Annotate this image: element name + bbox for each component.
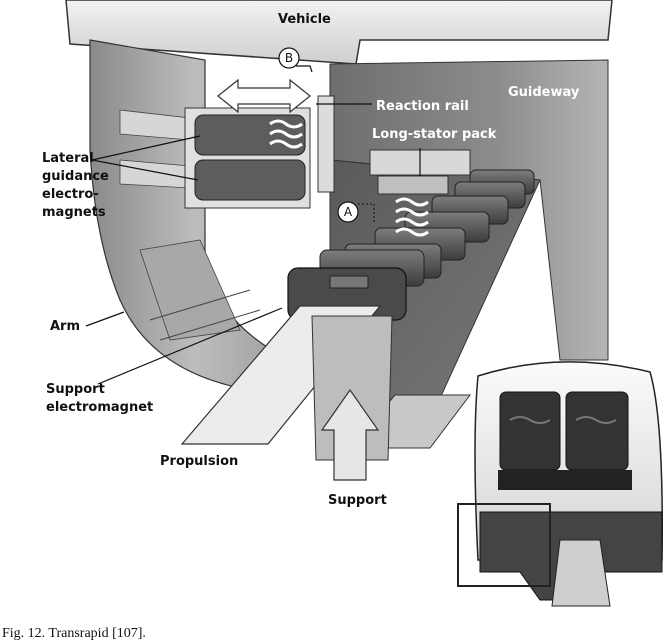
label-support: Support bbox=[328, 493, 387, 508]
lateral-force-arrow bbox=[218, 80, 310, 112]
label-propulsion: Propulsion bbox=[160, 454, 238, 469]
train-front-inset bbox=[458, 362, 662, 606]
label-support-electromagnet: Support electromagnet bbox=[46, 382, 153, 415]
label-support-em-line-2: electromagnet bbox=[46, 400, 153, 415]
figure-caption: Fig. 12. Transrapid [107]. bbox=[2, 626, 602, 642]
marker-a-text: A bbox=[344, 205, 353, 219]
label-guideway: Guideway bbox=[508, 85, 580, 100]
label-arm: Arm bbox=[50, 319, 80, 334]
support-arrow bbox=[312, 316, 392, 480]
label-lateral-line-4: magnets bbox=[42, 205, 106, 220]
lateral-guidance-magnets bbox=[185, 96, 334, 208]
label-reaction-rail: Reaction rail bbox=[376, 99, 469, 114]
marker-b-text: B bbox=[285, 51, 293, 65]
label-support-em-line-1: Support bbox=[46, 382, 105, 397]
label-vehicle: Vehicle bbox=[278, 12, 331, 27]
label-lateral-line-3: electro- bbox=[42, 187, 99, 202]
marker-b: B bbox=[279, 48, 299, 68]
label-lateral-line-1: Lateral bbox=[42, 151, 94, 166]
label-long-stator-pack: Long-stator pack bbox=[372, 127, 497, 142]
label-lateral-line-2: guidance bbox=[42, 169, 109, 184]
